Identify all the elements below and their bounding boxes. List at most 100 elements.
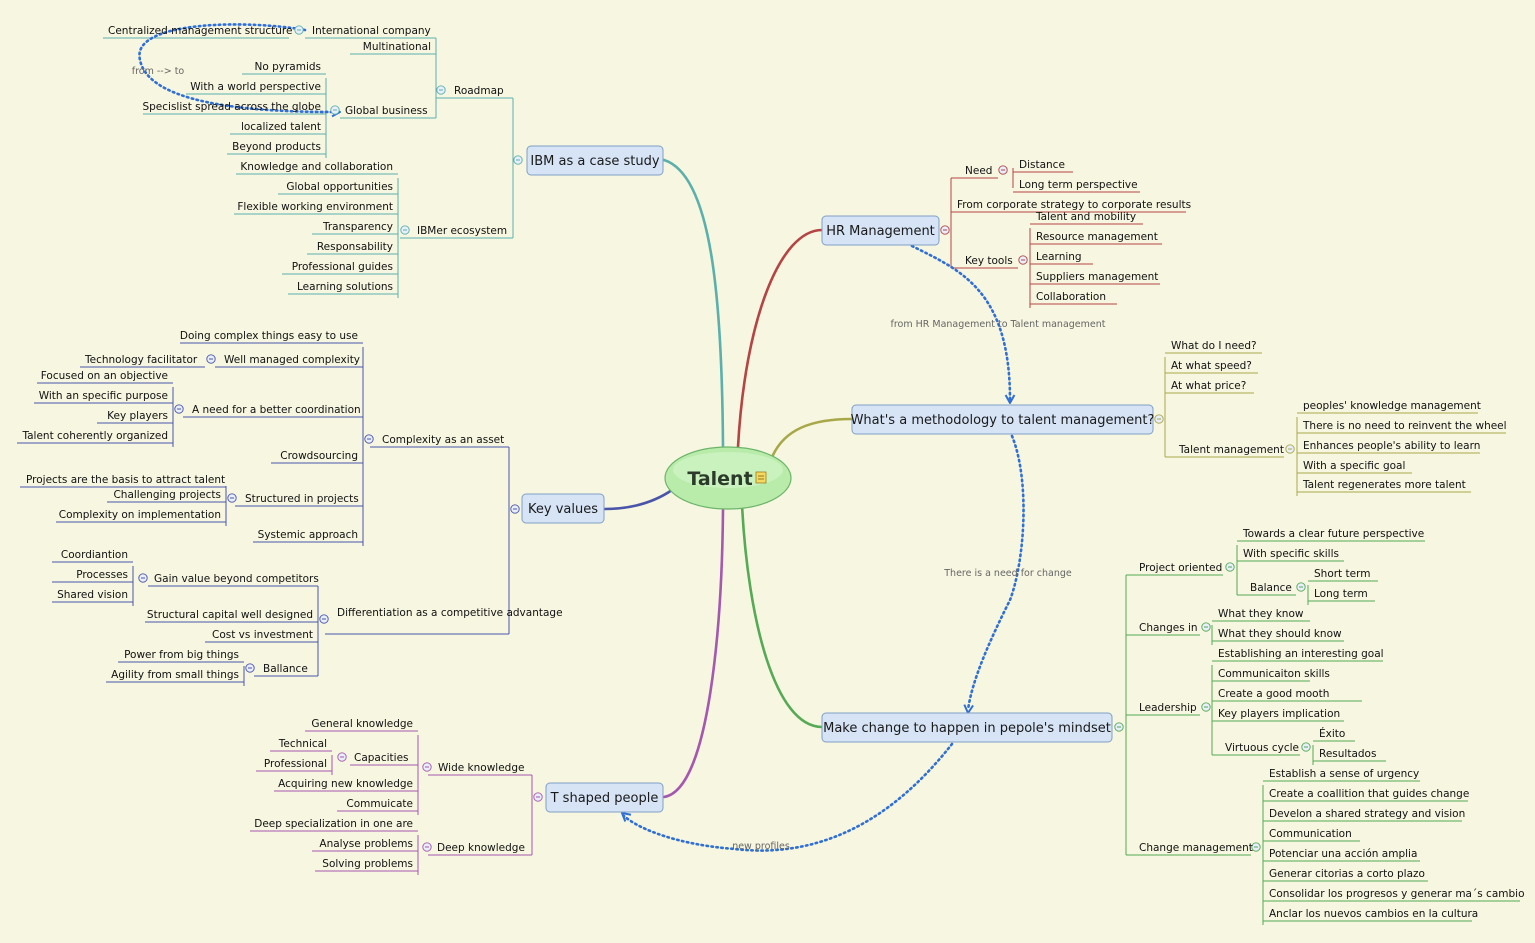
label-key-players-implication: Key players implication xyxy=(1218,708,1340,720)
label-acquiring-new-knowledge: Acquiring new knowledge xyxy=(278,778,413,790)
label-potenciar-una-acci-n-amplia: Potenciar una acción amplia xyxy=(1269,848,1417,860)
rel-from-to[interactable] xyxy=(138,23,340,114)
rel-label-new-profiles: new profiles xyxy=(732,841,790,852)
rel-label-need-for-change: There is a need for change xyxy=(943,568,1072,579)
collapse-toggle-icon[interactable] xyxy=(1018,255,1028,265)
collapse-toggle-icon[interactable] xyxy=(940,225,950,235)
topic-key-values[interactable]: Key values xyxy=(528,502,598,517)
label-with-specific-skills: With specific skills xyxy=(1243,548,1339,560)
label-crowdsourcing: Crowdsourcing xyxy=(280,450,358,462)
collapse-toggle-icon[interactable] xyxy=(400,225,410,235)
central-topic-label[interactable]: Talent xyxy=(687,468,752,490)
collapse-toggle-icon[interactable] xyxy=(422,842,432,852)
label-generar-citorias-a-corto-plazo: Generar citorias a corto plazo xyxy=(1269,868,1425,880)
collapse-toggle-icon[interactable] xyxy=(1225,562,1235,572)
label-cost-vs-investment: Cost vs investment xyxy=(212,629,313,641)
label-need: Need xyxy=(965,165,992,177)
collapse-toggle-icon[interactable] xyxy=(174,404,184,414)
collapse-toggle-icon[interactable] xyxy=(436,85,446,95)
collapse-toggle-icon[interactable] xyxy=(364,434,374,444)
label-long-term: Long term xyxy=(1314,588,1368,600)
label-changes-in: Changes in xyxy=(1139,622,1198,634)
note-icon[interactable] xyxy=(755,471,767,484)
label-learning: Learning xyxy=(1036,251,1082,263)
label-towards-a-clear-future-perspective: Towards a clear future perspective xyxy=(1242,528,1424,540)
label-transparency: Transparency xyxy=(322,221,393,233)
label-anclar-los-nuevos-cambios-en-la-cultura: Anclar los nuevos cambios en la cultura xyxy=(1269,908,1478,920)
label-commuicate: Commuicate xyxy=(346,798,413,810)
label-gain-value-beyond-competitors: Gain value beyond competitors xyxy=(154,573,319,585)
collapse-toggle-icon[interactable] xyxy=(245,663,255,673)
topic-hr-management-box[interactable] xyxy=(821,215,940,246)
topic-boxes xyxy=(138,25,1311,852)
label-with-a-world-perspective: With a world perspective xyxy=(190,81,321,93)
label-global-opportunities: Global opportunities xyxy=(286,181,393,193)
label-responsability: Responsability xyxy=(317,241,393,253)
topic-methodology[interactable]: What's a methodology to talent managemen… xyxy=(851,413,1155,428)
label-change-management: Change management xyxy=(1139,842,1253,854)
collapse-toggle-icon[interactable] xyxy=(1285,444,1295,454)
label-general-knowledge: General knowledge xyxy=(311,718,413,730)
rel-new-profiles[interactable] xyxy=(622,742,954,852)
label-learning-solutions: Learning solutions xyxy=(297,281,393,293)
collapse-toggle-icon[interactable] xyxy=(294,25,304,35)
label-analyse-problems: Analyse problems xyxy=(319,838,413,850)
label-specislist-spread-across-the-globe: Specislist spread across the globe xyxy=(142,101,321,113)
central-topic[interactable] xyxy=(664,446,792,510)
collapse-toggle-icon[interactable] xyxy=(1301,742,1311,752)
topic-hr-management[interactable]: HR Management xyxy=(826,224,935,239)
label-talent-regenerates-more-talent: Talent regenerates more talent xyxy=(1302,479,1466,491)
label-communication: Communication xyxy=(1269,828,1352,840)
collapse-toggle-icon[interactable] xyxy=(1251,842,1261,852)
label-professional-guides: Professional guides xyxy=(292,261,393,273)
topic-make-change-box[interactable] xyxy=(821,712,1113,743)
label-communicaiton-skills: Communicaiton skills xyxy=(1218,668,1330,680)
arrow-head-icon xyxy=(1004,394,1016,404)
label-power-from-big-things: Power from big things xyxy=(124,649,239,661)
label-challenging-projects: Challenging projects xyxy=(113,489,221,501)
rel-hr-to-talent[interactable] xyxy=(910,244,1012,402)
collapse-toggle-icon[interactable] xyxy=(227,493,237,503)
topic-methodology-box[interactable] xyxy=(851,404,1154,435)
topic-ibm-case-study[interactable]: IBM as a case study xyxy=(530,154,659,169)
label-processes: Processes xyxy=(76,569,128,581)
collapse-toggle-icon[interactable] xyxy=(138,573,148,583)
collapse-toggle-icon[interactable] xyxy=(330,105,340,115)
label-establish-a-sense-of-urgency: Establish a sense of urgency xyxy=(1269,768,1419,780)
rel-label-hr-to-talent: from HR Management to Talent management xyxy=(891,319,1106,330)
collapse-toggle-icon[interactable] xyxy=(998,165,1008,175)
collapse-toggle-icon[interactable] xyxy=(1114,722,1124,732)
topic-t-shaped-people[interactable]: T shaped people xyxy=(550,791,659,806)
collapse-toggle-icon[interactable] xyxy=(510,504,520,514)
collapse-toggle-icon[interactable] xyxy=(533,792,543,802)
relationship-arrows xyxy=(138,23,1025,852)
collapse-toggle-icon[interactable] xyxy=(206,354,216,364)
collapse-toggle-icon[interactable] xyxy=(319,614,329,624)
collapse-toggle-icon[interactable] xyxy=(1201,702,1211,712)
branch-curve xyxy=(602,488,674,511)
subtopic-lines xyxy=(17,37,1520,925)
collapse-toggle-icon[interactable] xyxy=(1154,414,1164,424)
collapse-toggle-icon[interactable] xyxy=(1296,582,1306,592)
collapse-toggle-icon[interactable] xyxy=(513,155,523,165)
collapse-toggle-icon[interactable] xyxy=(1201,622,1211,632)
branch-curve xyxy=(740,503,824,729)
rel-label-from-to: from --> to xyxy=(132,66,185,77)
collapse-toggle-icon[interactable] xyxy=(422,762,432,772)
label-with-a-specific-goal: With a specific goal xyxy=(1303,460,1405,472)
topic-ibm-case-study-box[interactable] xyxy=(526,145,664,176)
branch-curve xyxy=(662,508,725,799)
topic-make-change[interactable]: Make change to happen in pepole's mindse… xyxy=(823,721,1111,736)
label-develon-a-shared-strategy-and-vision: Develon a shared strategy and vision xyxy=(1269,808,1465,820)
label-wide-knowledge: Wide knowledge xyxy=(438,762,524,774)
rel-need-for-change[interactable] xyxy=(966,434,1025,712)
topic-t-shaped-people-box[interactable] xyxy=(545,782,664,813)
label-solving-problems: Solving problems xyxy=(322,858,413,870)
topic-key-values-box[interactable] xyxy=(521,493,605,524)
collapse-toggle-icon[interactable] xyxy=(337,752,347,762)
label-short-term: Short term xyxy=(1314,568,1370,580)
label-there-is-no-need-to-reinvent-the-wheel: There is no need to reinvent the wheel xyxy=(1302,420,1507,432)
label-ballance: Ballance xyxy=(263,663,308,675)
